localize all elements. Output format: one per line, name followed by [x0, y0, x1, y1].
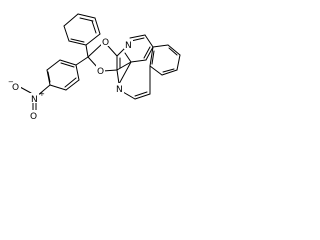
nitro-nitrogen-atom: N [31, 95, 38, 105]
nitro-oxygen-left: O [12, 83, 19, 93]
bond [144, 34, 154, 48]
double-bond-inner [168, 47, 178, 56]
bond [94, 17, 101, 35]
double-bond-inner [47, 71, 51, 83]
bond [122, 91, 136, 100]
nitro-plus-charge: + [39, 90, 45, 98]
double-bond-inner [143, 46, 151, 59]
double-bond-inner [91, 20, 97, 34]
bond-nitro-n-to-o [19, 86, 32, 94]
atom-label-bg [124, 39, 133, 49]
bond [63, 25, 70, 42]
bond [118, 61, 132, 85]
bond [145, 46, 154, 61]
nitro-oxygen-bottom: O [30, 112, 37, 122]
bond [65, 79, 80, 91]
double-bond-inner [60, 62, 75, 68]
atom-label-bg [115, 83, 124, 93]
bond [63, 13, 79, 27]
atom-label-bg [29, 110, 39, 120]
bond [46, 59, 61, 71]
bond [167, 44, 181, 56]
pyridine-ring-top [116, 34, 154, 71]
nitrophenyl-ring [46, 59, 80, 91]
oxygen-atom-top: O [102, 38, 109, 48]
double-bond-inner [79, 17, 94, 22]
atom-label-bg [30, 93, 39, 103]
bond [149, 46, 154, 67]
pyridine-ring-bottom [116, 61, 151, 100]
double-bond-inner [64, 77, 77, 88]
oxygen-atom-bottom: O [97, 67, 104, 77]
bond [85, 33, 101, 46]
benzo-ring [149, 44, 181, 76]
atom-label-bg [101, 36, 110, 46]
bond-spiro-to-o-top [87, 42, 104, 58]
bond-ring-to-nitro-n [36, 84, 51, 97]
bond [68, 40, 87, 46]
bond [49, 84, 67, 91]
bond [75, 64, 80, 81]
chemical-structure-canvas: O O N N N + − O O [0, 0, 203, 126]
bond [116, 61, 132, 71]
bond [124, 52, 132, 63]
bond [77, 13, 96, 19]
bond-phenyl-to-spiro [85, 44, 89, 58]
double-bond-inner [151, 50, 155, 65]
bond [176, 54, 181, 71]
bond [149, 65, 163, 76]
bond [152, 44, 169, 48]
double-bond-inner [130, 37, 145, 42]
bond [46, 69, 51, 86]
bond-spiro-to-nitrophenyl [75, 56, 89, 66]
atom-label-bg [96, 65, 105, 75]
bond [161, 69, 178, 76]
nitrogen-atom-top: N [125, 41, 132, 51]
nitrogen-atom-bottom: N [116, 85, 123, 95]
nitro-minus-charge: − [8, 78, 14, 86]
bond [129, 34, 146, 39]
bond-o-bottom-to-c [102, 69, 118, 72]
atom-label-bg [11, 81, 21, 91]
double-bond-inner [70, 38, 85, 43]
bond [59, 59, 77, 66]
double-bond-inner [134, 91, 148, 97]
bond [134, 93, 151, 100]
bond [116, 69, 120, 85]
molecule-drawing: O O N N N + − O O [8, 13, 181, 122]
phenyl-ring [63, 13, 101, 46]
bond [130, 59, 147, 63]
bond-o-top-to-c [107, 45, 118, 57]
double-bond-inner [162, 68, 175, 73]
